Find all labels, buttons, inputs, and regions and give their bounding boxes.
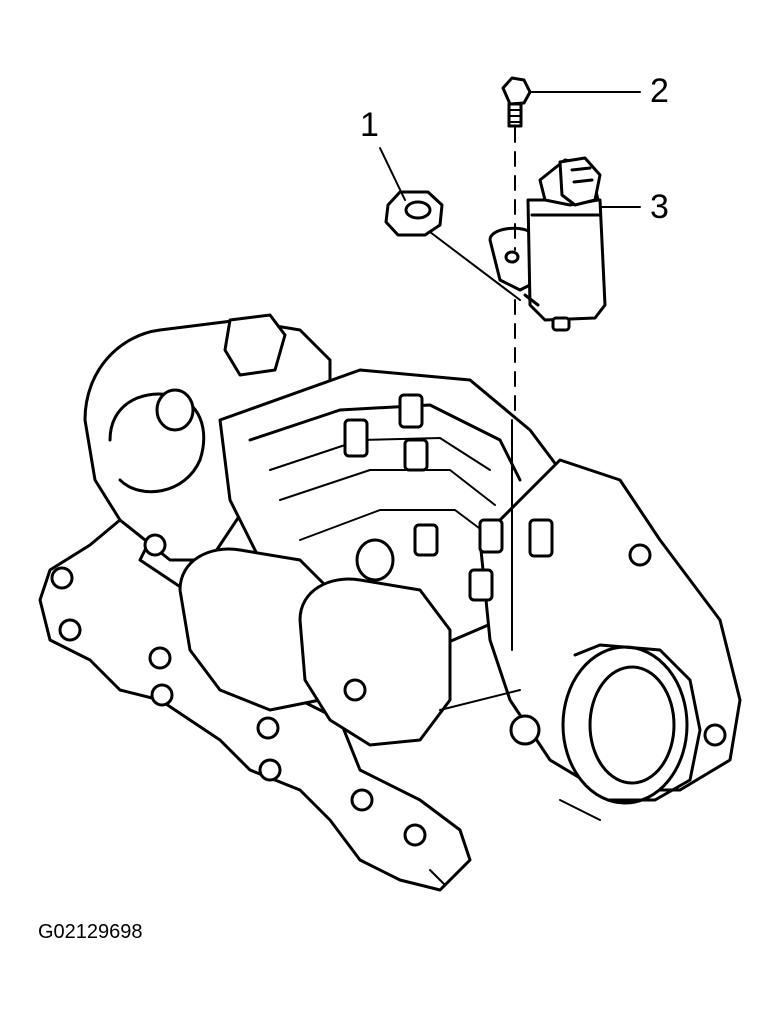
- callout-1: 1: [360, 106, 379, 144]
- figure-code: G02129698: [38, 921, 143, 943]
- callout-2: 2: [650, 72, 669, 110]
- intake-manifold: [38, 313, 742, 892]
- part-2-bolt: [501, 76, 532, 128]
- callout-3: 3: [650, 188, 669, 226]
- part-3-actuator: [488, 156, 607, 332]
- part-1-seal: [384, 190, 444, 237]
- leader-lines: [379, 91, 641, 651]
